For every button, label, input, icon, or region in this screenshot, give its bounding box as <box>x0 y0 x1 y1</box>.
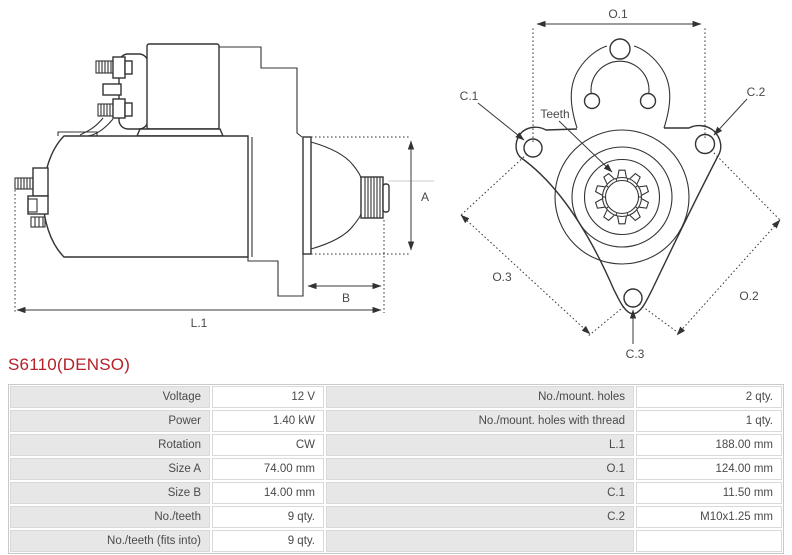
body-lip <box>57 131 98 136</box>
spec-value: 12 V <box>212 386 324 408</box>
spec-param: No./mount. holes with thread <box>326 410 634 432</box>
spec-value <box>636 530 782 552</box>
spec-param: No./mount. holes <box>326 386 634 408</box>
dim-label-o1: O.1 <box>608 7 628 21</box>
mount-hole-c3 <box>623 288 643 308</box>
leader-c1 <box>477 102 525 141</box>
dim-ext-o3-top <box>460 153 528 216</box>
mounting-foot <box>247 254 304 297</box>
leader-teeth <box>558 120 613 173</box>
mount-hole-c2 <box>694 133 716 155</box>
rear-bracket <box>14 167 49 228</box>
solenoid-body <box>146 43 220 130</box>
spec-param: C.1 <box>326 482 634 504</box>
pinion-gear <box>360 176 390 219</box>
spec-param: C.2 <box>326 506 634 528</box>
spec-value: 188.00 mm <box>636 434 782 456</box>
dim-line-o2 <box>676 219 781 336</box>
spec-param <box>326 530 634 552</box>
spec-param: No./teeth <box>10 506 210 528</box>
bearing-boss-outer <box>554 129 690 265</box>
dim-label-a: A <box>421 190 429 204</box>
terminal-stud-upper <box>95 56 133 79</box>
bearing-boss-inner <box>583 158 661 236</box>
front-view-drawing: O.1 C.1 C.2 Teeth O.3 O.2 C.3 <box>460 7 781 361</box>
dim-label-c1: C.1 <box>460 89 479 103</box>
leader-c2 <box>713 98 748 136</box>
arch-left-hole <box>583 92 601 110</box>
dim-label-c2: C.2 <box>747 85 766 99</box>
solenoid-arch <box>570 38 671 129</box>
spec-param: Power <box>10 410 210 432</box>
spec-value: 1.40 kW <box>212 410 324 432</box>
product-title: S6110(DENSO) <box>8 355 131 374</box>
spec-value: 9 qty. <box>212 530 324 552</box>
bearing-boss-mid <box>571 146 673 248</box>
spec-param: Rotation <box>10 434 210 456</box>
spec-value: 11.50 mm <box>636 482 782 504</box>
spec-param: Voltage <box>10 386 210 408</box>
terminal-stud-lower <box>97 98 133 119</box>
spec-value: 1 qty. <box>636 410 782 432</box>
dim-label-l1: L.1 <box>191 316 208 330</box>
dim-label-o3: O.3 <box>492 270 512 284</box>
gear-teeth <box>594 169 650 225</box>
spec-param: Size B <box>10 482 210 504</box>
spec-value: 74.00 mm <box>212 458 324 480</box>
dim-ext-o3-bottom <box>586 303 628 338</box>
nose-flange <box>302 136 312 255</box>
spec-param: O.1 <box>326 458 634 480</box>
dim-label-o2: O.2 <box>739 289 759 303</box>
solenoid-pedestal <box>135 128 225 137</box>
motor-body <box>42 135 249 258</box>
drive-housing-top <box>219 46 303 138</box>
spec-value: 14.00 mm <box>212 482 324 504</box>
dim-label-c3: C.3 <box>626 347 645 361</box>
dim-ext-o2-bottom <box>638 303 681 335</box>
spec-value: M10x1.25 mm <box>636 506 782 528</box>
teeth-label: Teeth <box>540 107 569 121</box>
spec-value: 2 qty. <box>636 386 782 408</box>
spec-value: CW <box>212 434 324 456</box>
nose-cone <box>310 141 362 250</box>
spec-param: No./teeth (fits into) <box>10 530 210 552</box>
dim-label-b: B <box>342 291 350 305</box>
spec-value: 124.00 mm <box>636 458 782 480</box>
dim-line-o3 <box>460 214 591 335</box>
starter-motor-technical-drawing: A B L.1 <box>14 7 781 361</box>
solenoid-tab <box>102 83 122 96</box>
spec-value: 9 qty. <box>212 506 324 528</box>
side-view-drawing: A B L.1 <box>14 43 434 330</box>
spec-table: Voltage 12 V No./mount. holes 2 qty. Pow… <box>8 384 784 554</box>
spec-param: Size A <box>10 458 210 480</box>
arch-top-hole <box>609 38 631 60</box>
spec-param: L.1 <box>326 434 634 456</box>
dim-ext-o2-top <box>710 149 781 221</box>
mount-hole-c1 <box>523 138 543 158</box>
arch-right-hole <box>639 92 657 110</box>
